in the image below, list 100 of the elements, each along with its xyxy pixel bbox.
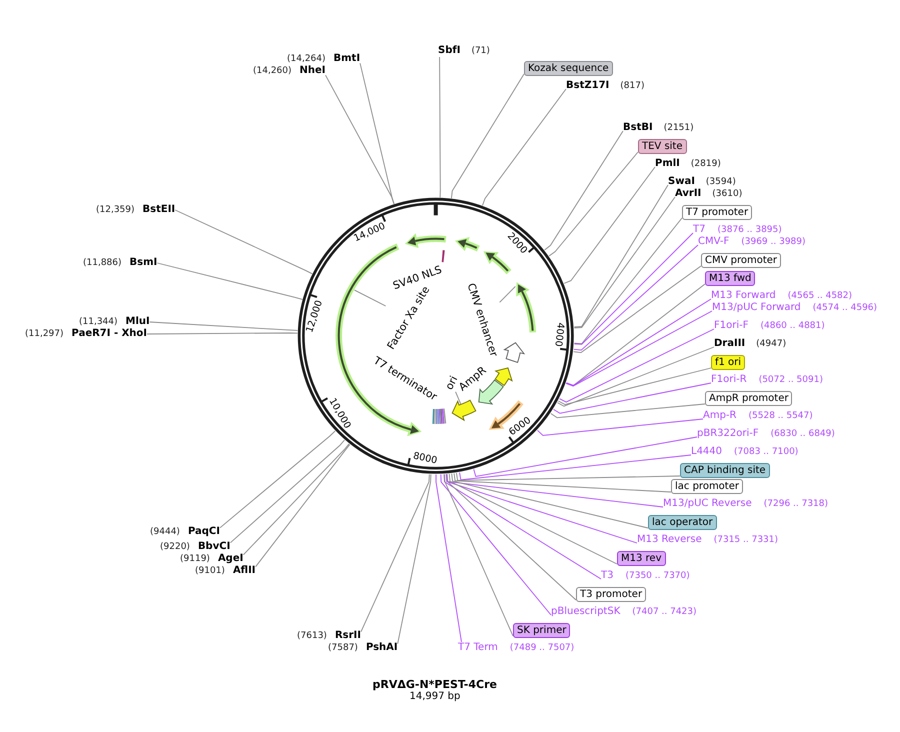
leader-line — [360, 62, 395, 204]
leader-line — [397, 474, 432, 644]
primer-name: M13/pUC Forward — [712, 302, 801, 313]
leader-line — [360, 474, 430, 632]
leader-line — [566, 298, 712, 386]
leader-line — [439, 56, 441, 198]
primer-name: M13/pUC Reverse — [663, 498, 752, 509]
leader-line — [149, 322, 298, 331]
primer-name: Amp-R — [703, 410, 736, 421]
promoter-block — [503, 342, 526, 364]
feature-label: lac operator — [648, 514, 717, 530]
orf-arc — [455, 237, 480, 252]
feature-label: M13 fwd — [705, 270, 756, 286]
site-position: (817) — [620, 81, 644, 92]
orf-arc — [405, 233, 446, 248]
leader-line — [451, 473, 648, 528]
enzyme-name: BstEII — [142, 204, 176, 215]
scale-label: 4000 — [552, 322, 566, 348]
feature-label: CMV promoter — [701, 252, 782, 268]
feature-label: CAP binding site — [680, 462, 770, 478]
primer-name: pBR322ori-F — [697, 428, 759, 439]
enzyme-name: AgeI — [218, 553, 244, 564]
primer-range: (4574 .. 4596) — [812, 303, 878, 314]
scale-label: 12,000 — [304, 298, 325, 334]
site-position: (11,344) — [79, 317, 118, 328]
leader-line — [566, 310, 712, 387]
enzyme-name: RsrII — [334, 630, 361, 641]
site-position: (2819) — [690, 159, 721, 170]
primer-name: CMV-F — [698, 236, 730, 247]
leader-line — [444, 474, 514, 636]
leader-line — [436, 474, 462, 642]
primer-range: (7315 .. 7331) — [714, 535, 778, 546]
leader-line — [451, 74, 524, 199]
primer-range: (7296 .. 7318) — [764, 499, 828, 510]
feature-label: T3 promoter — [576, 586, 646, 602]
orf-arc — [516, 282, 536, 333]
primer-name: F1ori-R — [711, 374, 747, 385]
leader-line — [456, 472, 680, 481]
plasmid-name: pRVΔG-N*PEST-4Cre — [372, 678, 497, 690]
primer-name: F1ori-F — [714, 320, 748, 331]
site-position: (9220) — [160, 542, 190, 553]
enzyme-name: BstZ17I — [566, 80, 610, 91]
enzyme-name: PaeR7I - XhoI — [72, 328, 148, 339]
feature-label: f1 ori — [711, 354, 746, 370]
primer-name: T7 Term — [458, 642, 498, 653]
site-position: (71) — [471, 46, 490, 57]
leader-line — [574, 218, 682, 344]
orf-arc — [484, 251, 512, 275]
leader-line — [573, 244, 698, 350]
site-position: (7613) — [297, 631, 327, 642]
feature-name: ori — [443, 374, 460, 392]
plasmid-length: 14,997 bp — [410, 691, 460, 703]
feature-block — [494, 368, 513, 386]
leader-line — [574, 232, 694, 345]
feature-bar — [442, 250, 445, 262]
leader-line — [354, 290, 386, 306]
feature-label: TEV site — [638, 138, 687, 154]
primer-range: (3876 .. 3895) — [717, 225, 782, 236]
scale-label: 8000 — [412, 451, 438, 467]
primer-range: (7407 .. 7423) — [632, 607, 697, 618]
leader-line — [255, 444, 350, 568]
primer-name: T7 — [693, 224, 706, 235]
leader-line — [573, 266, 702, 353]
enzyme-name: MluI — [126, 316, 150, 327]
leader-line — [564, 166, 656, 284]
leader-line — [544, 130, 624, 250]
leader-line — [325, 74, 394, 204]
primer-range: (7489 .. 7507) — [510, 643, 574, 654]
enzyme-name: BmtI — [334, 53, 360, 64]
leader-line — [455, 391, 462, 405]
site-position: (7587) — [328, 643, 358, 654]
feature-label: AmpR promoter — [705, 390, 792, 406]
leader-line — [558, 368, 712, 405]
leader-line — [548, 152, 638, 256]
leader-line — [448, 473, 618, 564]
leader-line — [556, 346, 714, 407]
primer-range: (5072 .. 5091) — [758, 375, 823, 386]
feature-block — [452, 400, 476, 422]
primer-range: (4860 .. 4881) — [760, 321, 825, 332]
primer-name: M13 Forward — [711, 290, 776, 301]
enzyme-name: PshAI — [366, 642, 398, 653]
primer-range: (4565 .. 4582) — [788, 291, 852, 302]
site-position: (9101) — [195, 566, 225, 577]
leader-line — [446, 474, 638, 544]
leader-line — [220, 430, 336, 528]
leader-line — [242, 443, 350, 556]
primer-range: (3969 .. 3989) — [741, 237, 806, 248]
feature-label: SK primer — [513, 622, 570, 638]
enzyme-name: BstBI — [623, 122, 653, 133]
leader-line — [440, 474, 552, 616]
leader-line — [482, 88, 566, 206]
leader-line — [174, 210, 313, 274]
site-position: (3594) — [706, 177, 736, 188]
leader-line — [459, 454, 692, 480]
enzyme-name: BsmI — [130, 257, 158, 268]
site-position: (9444) — [150, 527, 180, 538]
primer-name: L4440 — [691, 446, 722, 457]
primer-range: (7083 .. 7100) — [734, 447, 798, 458]
site-position: (11,297) — [25, 329, 64, 340]
feature-label: M13 rev — [617, 550, 666, 566]
